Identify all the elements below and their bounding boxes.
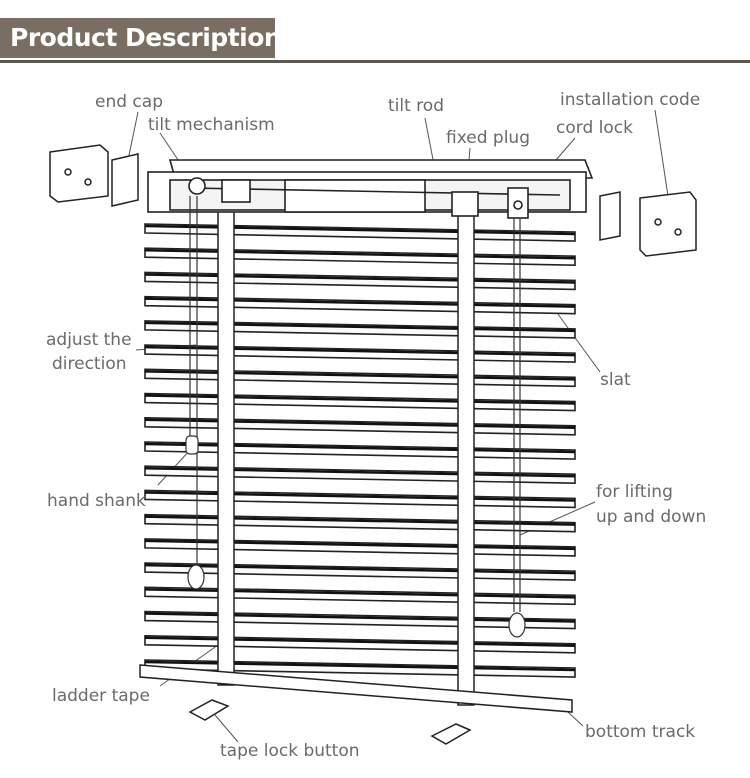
leader-installation-code <box>654 109 669 197</box>
end-cap-right <box>599 191 621 241</box>
ladder-tape-left <box>217 204 235 686</box>
slat-edge <box>144 515 576 526</box>
header-divider <box>0 60 750 63</box>
slat-edge <box>144 660 576 672</box>
slat-edge <box>144 563 576 575</box>
slat-edge <box>144 491 576 502</box>
tilt-rod <box>189 187 561 196</box>
label-tilt-mechanism: tilt mechanism <box>148 115 275 135</box>
bottom-rail <box>139 664 573 713</box>
ladder-tapes <box>217 204 475 706</box>
ladder-tape-right <box>457 204 475 706</box>
leader-tape-lock-button <box>214 714 239 743</box>
label-tilt-rod: tilt rod <box>388 96 444 116</box>
slat-edge <box>144 394 576 405</box>
label-end-cap: end cap <box>95 92 163 112</box>
tape-lock-button-right <box>430 723 472 745</box>
label-installation-code: installation code <box>560 90 701 110</box>
leader-slat <box>554 309 601 373</box>
label-fixed-plug: fixed plug <box>446 128 530 148</box>
leader-end-cap <box>127 111 139 161</box>
slat-edge <box>144 297 576 308</box>
end-cap-left <box>111 153 139 207</box>
cord-lock-wheel <box>513 200 523 210</box>
bracket-right <box>639 191 697 257</box>
fixed-plug-box <box>451 191 479 217</box>
slat-edge <box>144 588 576 599</box>
hand-shank-icon <box>185 435 199 455</box>
label-lifting-1: for lifting <box>596 482 673 502</box>
slats <box>144 223 576 678</box>
slat-edge <box>144 612 576 623</box>
cords <box>185 196 526 638</box>
slat-edge <box>144 418 576 430</box>
label-slat: slat <box>600 370 631 390</box>
headrail-center-panel <box>284 179 426 213</box>
header-banner <box>0 18 275 58</box>
slat-edge <box>144 224 576 236</box>
label-bottom-track: bottom track <box>585 722 696 742</box>
page-title: Product Description <box>10 23 282 52</box>
tape-lock-buttons <box>188 699 472 745</box>
slat-edge <box>144 636 576 648</box>
slat-edge <box>144 442 576 454</box>
slat-edge <box>144 273 576 284</box>
headrail <box>147 159 594 219</box>
label-ladder-tape: ladder tape <box>52 686 150 706</box>
bracket-left <box>49 144 109 203</box>
tilt-mechanism-box <box>221 179 251 203</box>
tilt-mechanism-gear <box>188 177 206 195</box>
slat-edge <box>144 466 576 478</box>
slat-edge <box>144 539 576 551</box>
label-cord-lock: cord lock <box>556 118 633 138</box>
label-adjust-direction-1: adjust the <box>46 330 132 350</box>
slat-edge <box>144 370 576 381</box>
label-tape-lock-button: tape lock button <box>220 741 360 761</box>
end-caps <box>49 144 697 257</box>
label-lifting-2: up and down <box>596 507 707 527</box>
lift-cord-tassel-icon <box>508 612 526 638</box>
label-hand-shank: hand shank <box>47 491 146 511</box>
tape-lock-button-left <box>188 699 230 721</box>
slat-edge <box>144 248 576 260</box>
slat-edge <box>144 345 576 357</box>
bottom-track <box>139 664 573 713</box>
label-adjust-direction-2: direction <box>52 354 127 374</box>
slat-edge <box>144 321 576 333</box>
tilt-cord-tassel-icon <box>187 564 205 590</box>
